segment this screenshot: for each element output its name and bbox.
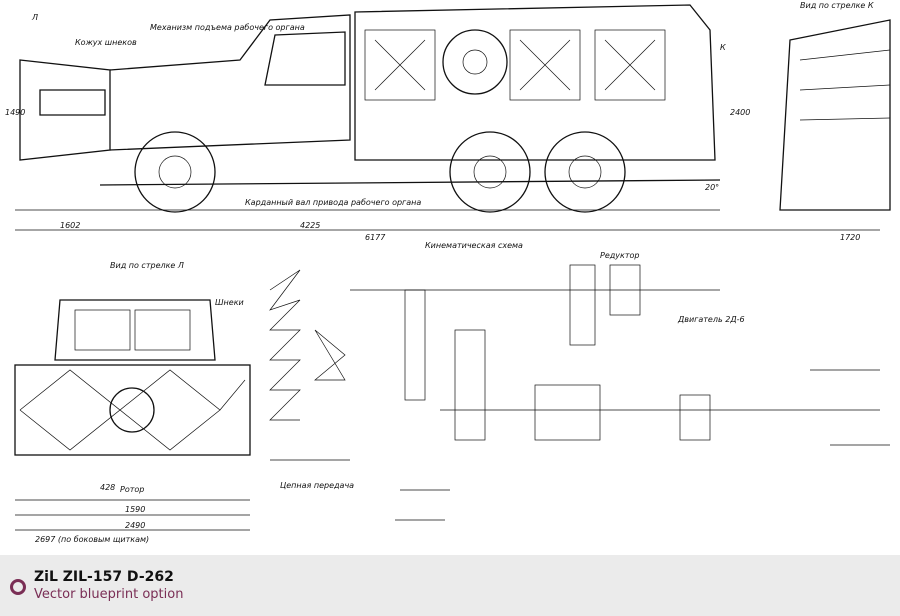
dim-428: 428 bbox=[100, 483, 115, 492]
caption-subtitle[interactable]: Vector blueprint option bbox=[34, 587, 184, 602]
dim-6177: 6177 bbox=[365, 233, 386, 242]
label-auger-housing: Кожух шнеков bbox=[75, 38, 137, 47]
option-radio-icon[interactable] bbox=[10, 579, 26, 595]
label-mechanism: Механизм подъема рабочего органа bbox=[150, 23, 305, 32]
dim-2697: 2697 (по боковым щиткам) bbox=[35, 535, 149, 544]
dim-1602: 1602 bbox=[60, 221, 80, 230]
dim-2400: 2400 bbox=[730, 108, 750, 117]
dim-1490: 1490 bbox=[5, 108, 25, 117]
dim-2490: 2490 bbox=[125, 521, 145, 530]
label-chain: Цепная передача bbox=[280, 481, 354, 490]
label-arrow-k: К bbox=[720, 43, 726, 52]
label-reducer: Редуктор bbox=[600, 251, 639, 260]
dim-1720: 1720 bbox=[840, 233, 860, 242]
front-view-l bbox=[14, 299, 251, 531]
dim-4225: 4225 bbox=[300, 221, 320, 230]
truck-front-view-k bbox=[779, 19, 891, 211]
label-cardan: Карданный вал привода рабочего органа bbox=[245, 198, 421, 207]
label-kinematic: Кинематическая схема bbox=[425, 241, 523, 250]
blueprint-drawing: Л К Вид по стрелке К Вид по стрелке Л Ки… bbox=[5, 1, 891, 544]
truck-side-view bbox=[15, 4, 880, 231]
label-arrow-l: Л bbox=[31, 13, 38, 22]
caption-title: ZiL ZIL-157 D-262 bbox=[34, 569, 174, 585]
caption-bar bbox=[0, 555, 900, 616]
label-rotor: Ротор bbox=[120, 485, 144, 494]
label-engine: Двигатель 2Д-6 bbox=[677, 315, 745, 324]
dim-angle: 20° bbox=[705, 183, 719, 192]
dim-1590: 1590 bbox=[125, 505, 145, 514]
label-auger: Шнеки bbox=[215, 298, 244, 307]
kinematic-scheme bbox=[269, 264, 890, 521]
label-view-l: Вид по стрелке Л bbox=[110, 261, 184, 270]
label-view-k: Вид по стрелке К bbox=[800, 1, 874, 10]
